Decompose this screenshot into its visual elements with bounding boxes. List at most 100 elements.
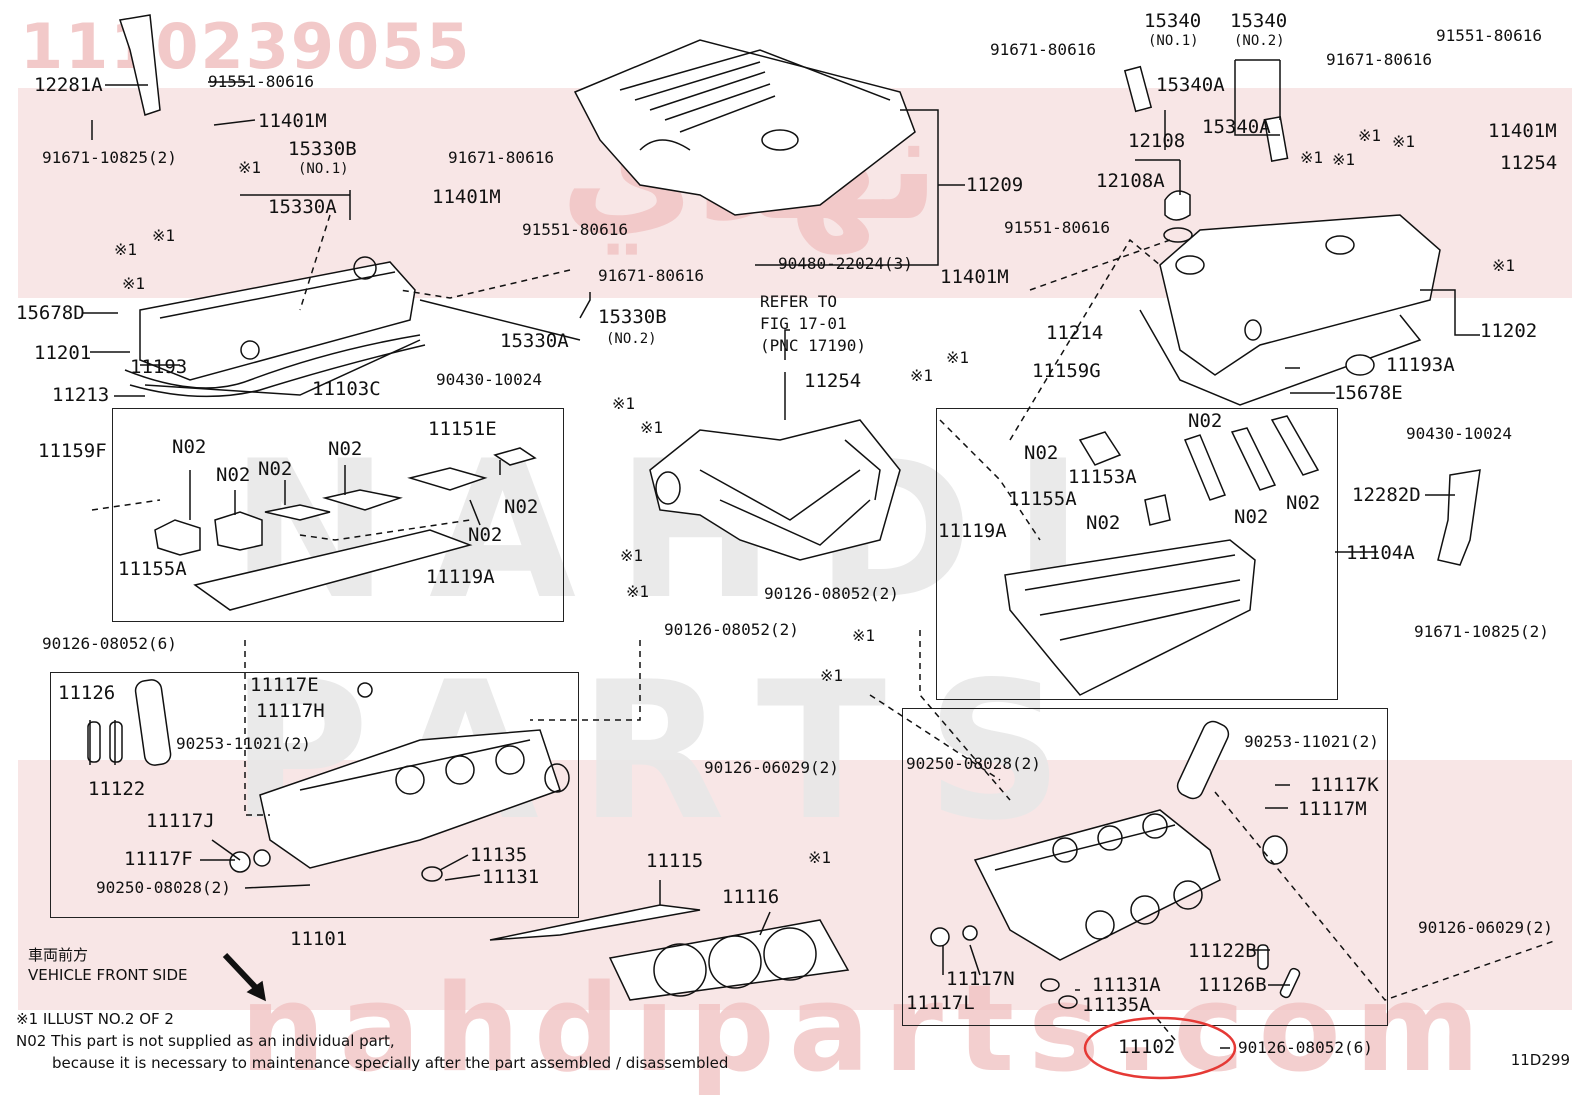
highlight-ring-11102 bbox=[1083, 1016, 1237, 1080]
label-11117L: 11117L bbox=[906, 992, 975, 1014]
label-11119A-left: 11119A bbox=[426, 566, 495, 588]
label-11103C: 11103C bbox=[312, 378, 381, 400]
label-n02-b: N02 bbox=[216, 464, 251, 486]
label-90126-06029-right: 90126-06029(2) bbox=[1418, 918, 1553, 937]
label-11117K: 11117K bbox=[1310, 774, 1379, 796]
oil-filler-cap bbox=[1164, 190, 1191, 221]
label-91671-80616-right1: 91671-80616 bbox=[990, 40, 1096, 59]
label-11214: 11214 bbox=[1046, 322, 1104, 344]
label-11202: 11202 bbox=[1480, 320, 1538, 342]
gasket-11116 bbox=[608, 919, 850, 1001]
label-11122B: 11122B bbox=[1188, 940, 1257, 962]
label-n02-h: N02 bbox=[1024, 442, 1059, 464]
label-x1-k: ※1 bbox=[1358, 126, 1382, 145]
dashed-connectors bbox=[91, 214, 1558, 1041]
label-n02-a: N02 bbox=[172, 436, 207, 458]
label-90430-10024-left: 90430-10024 bbox=[436, 370, 542, 389]
front-side-jp: 車両前方 bbox=[28, 946, 89, 964]
label-91551-80616-right: 91551-80616 bbox=[1004, 218, 1110, 237]
label-15340-no2: 15340 bbox=[1230, 10, 1288, 32]
label-11115: 11115 bbox=[646, 850, 704, 872]
label-11151E: 11151E bbox=[428, 418, 497, 440]
label-91551-80616-topright: 91551-80616 bbox=[1436, 26, 1542, 45]
label-11401M-right: 11401M bbox=[1488, 120, 1557, 142]
label-n02-g: N02 bbox=[1188, 410, 1223, 432]
label-90126-06029-center: 90126-06029(2) bbox=[704, 758, 839, 777]
label-12282D: 12282D bbox=[1352, 484, 1421, 506]
cam-housing-11104A bbox=[1004, 415, 1320, 696]
label-11117H: 11117H bbox=[256, 700, 325, 722]
label-n02-k: N02 bbox=[1086, 512, 1121, 534]
n02-note-line1: N02 This part is not supplied as an indi… bbox=[16, 1032, 395, 1050]
label-15340A-1: 15340A bbox=[1156, 74, 1225, 96]
label-11159G: 11159G bbox=[1032, 360, 1101, 382]
label-x1-o: ※1 bbox=[1492, 256, 1516, 275]
label-15330B-no1: 15330B bbox=[288, 138, 357, 160]
label-90126-08052-6-left: 90126-08052(6) bbox=[42, 634, 177, 653]
ocv-15340A-2 bbox=[1263, 116, 1289, 162]
label-11155A-right: 11155A bbox=[1008, 488, 1077, 510]
tube-11126-right bbox=[1176, 720, 1230, 800]
label-90250-08028-left: 90250-08028(2) bbox=[96, 878, 231, 897]
group-box-head-right bbox=[902, 708, 1388, 1026]
label-15330-no2: (NO.2) bbox=[606, 331, 657, 347]
label-91671-80616-center: 91671-80616 bbox=[598, 266, 704, 285]
group-box-cam-housing-right bbox=[936, 408, 1338, 700]
label-90253-11021-right: 90253-11021(2) bbox=[1244, 732, 1379, 751]
label-11213: 11213 bbox=[52, 384, 110, 406]
label-15340A-2: 15340A bbox=[1202, 116, 1271, 138]
label-11104A: 11104A bbox=[1346, 542, 1415, 564]
label-11209: 11209 bbox=[966, 174, 1024, 196]
bracket-12281A bbox=[119, 14, 161, 116]
label-11117F: 11117F bbox=[124, 848, 193, 870]
label-15678D: 15678D bbox=[16, 302, 85, 324]
front-arrow bbox=[222, 952, 261, 993]
label-x1-e: ※1 bbox=[612, 394, 636, 413]
cylinder-head-11102 bbox=[973, 809, 1221, 961]
label-11254-center: 11254 bbox=[804, 370, 862, 392]
label-11117N: 11117N bbox=[946, 968, 1015, 990]
diagram-id: 11D299 bbox=[1510, 1051, 1570, 1069]
label-11401M-topleft: 11401M bbox=[258, 110, 327, 132]
label-12108A: 12108A bbox=[1096, 170, 1165, 192]
label-90430-10024-right: 90430-10024 bbox=[1406, 424, 1512, 443]
label-90250-08028-right: 90250-08028(2) bbox=[906, 754, 1041, 773]
label-11131A: 11131A bbox=[1092, 974, 1161, 996]
label-x1-n: ※1 bbox=[1332, 150, 1356, 169]
label-91671-80616-left: 91671-80616 bbox=[448, 148, 554, 167]
front-side-en: VEHICLE FRONT SIDE bbox=[28, 966, 188, 984]
label-x1-l: ※1 bbox=[1392, 132, 1416, 151]
cylinder-head-11101 bbox=[259, 729, 570, 869]
label-x1-p: ※1 bbox=[946, 348, 970, 367]
plate-12282D bbox=[1437, 469, 1481, 566]
label-x1-c: ※1 bbox=[114, 240, 138, 259]
label-11201: 11201 bbox=[34, 342, 92, 364]
label-15330B-no2: 15330B bbox=[598, 306, 667, 328]
illust-note: ※1 ILLUST NO.2 OF 2 bbox=[16, 1010, 174, 1028]
label-n02-j: N02 bbox=[1234, 506, 1269, 528]
label-90126-08052-6-right: 90126-08052(6) bbox=[1238, 1038, 1373, 1057]
label-15340-no1-sub: (NO.1) bbox=[1148, 33, 1199, 49]
watermark-site: nahdiparts.com bbox=[240, 960, 1494, 1099]
label-x1-q: ※1 bbox=[910, 366, 934, 385]
cam-cover-11201 bbox=[124, 256, 426, 398]
label-11254-right: 11254 bbox=[1500, 152, 1558, 174]
part-number-watermark: 1110239055 bbox=[20, 10, 472, 83]
label-15330A-no2: 15330A bbox=[500, 330, 569, 352]
tube-11122-b bbox=[109, 721, 123, 763]
ocv-15340A-1 bbox=[1123, 65, 1153, 113]
label-90126-08052-2-center: 90126-08052(2) bbox=[664, 620, 799, 639]
label-11117J: 11117J bbox=[146, 810, 215, 832]
n02-note-line2: because it is necessary to maintenance s… bbox=[52, 1054, 729, 1072]
label-n02-i: N02 bbox=[1286, 492, 1321, 514]
intake-manifold bbox=[649, 419, 901, 561]
label-15340-no2-sub: (NO.2) bbox=[1234, 33, 1285, 49]
label-11126: 11126 bbox=[58, 682, 116, 704]
label-15340-no1: 15340 bbox=[1144, 10, 1202, 32]
label-90126-08052-2-mid: 90126-08052(2) bbox=[764, 584, 899, 603]
label-91671-10825-right: 91671-10825(2) bbox=[1414, 622, 1549, 641]
label-90480-22024: 90480-22024(3) bbox=[778, 254, 913, 273]
label-11135A: 11135A bbox=[1082, 994, 1151, 1016]
label-12281A: 12281A bbox=[34, 74, 103, 96]
